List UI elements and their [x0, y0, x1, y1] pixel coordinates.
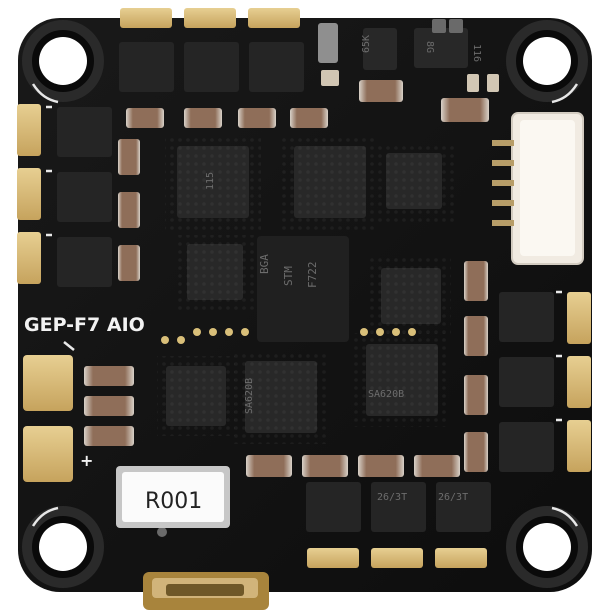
right-pads [567, 292, 591, 472]
current-sense-resistor [116, 466, 230, 528]
main-mcu-chip [257, 236, 349, 342]
mcu-marking-line-3: F722 [306, 262, 319, 289]
small-components [157, 19, 499, 537]
driver-marking-c: 115 [205, 172, 216, 190]
top-right-code: 116 [471, 44, 482, 62]
bottom-pads [307, 548, 487, 568]
usb-connector [143, 572, 269, 610]
plus-mark: + [80, 451, 93, 470]
mcu-marking-line-1: BGA [258, 254, 271, 274]
capacitors [84, 80, 489, 477]
mcu-marking-line-2: STM [282, 266, 295, 286]
silkscreen-lines [31, 83, 579, 527]
driver-marking-a: SA620B [244, 378, 255, 414]
side-connector [492, 112, 584, 265]
resistor-label: R001 [145, 489, 202, 514]
regulator-marking: 65K [361, 35, 372, 53]
mounting-holes [22, 20, 588, 588]
board-model-label: GEP-F7 AIO [24, 314, 145, 336]
top-pads [120, 8, 300, 28]
left-pads [17, 104, 73, 482]
chip-markings: BGA STM F722 26/3T 26/3T SA620B SA620B 1… [205, 35, 482, 503]
mosfet-packages [57, 42, 554, 532]
driver-marking-b: SA620B [368, 389, 404, 400]
top-right-small-code: 8G [424, 41, 435, 53]
mosfet-marking-b: 26/3T [438, 492, 468, 503]
pin-fields [157, 136, 456, 444]
mosfet-marking-a: 26/3T [377, 492, 407, 503]
